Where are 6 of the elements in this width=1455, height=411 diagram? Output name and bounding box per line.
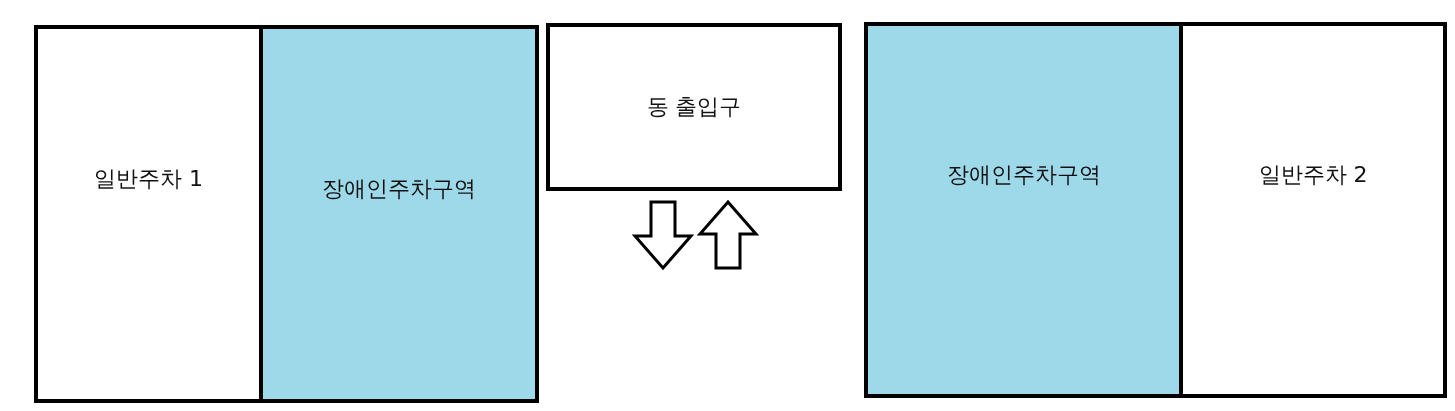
space-label: 장애인주차구역 xyxy=(322,175,476,203)
space-label: 장애인주차구역 xyxy=(946,161,1101,189)
space-label: 일반주차 1 xyxy=(94,165,203,193)
space-label: 일반주차 2 xyxy=(1258,161,1368,189)
space-label: 동 출입구 xyxy=(646,93,742,121)
entrance-box xyxy=(546,23,842,191)
